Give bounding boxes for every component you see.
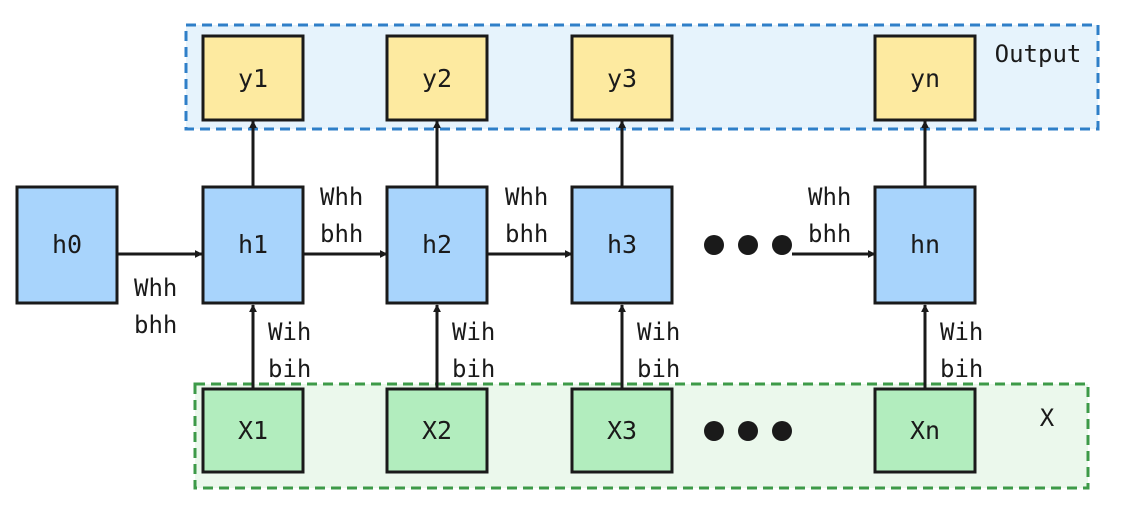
node-y2-label: y2: [422, 64, 452, 93]
node-h3-label: h3: [607, 230, 637, 259]
edge-label-bih-x2: bih: [452, 355, 495, 383]
edge-label-whh-hn: Whh: [808, 183, 851, 211]
edge-label-bih-xn: bih: [940, 355, 983, 383]
node-h3: h3: [570, 185, 674, 305]
edge-label-wih-x3: Wih: [637, 318, 680, 346]
node-yn: yn: [873, 34, 977, 122]
edge-label-bhh-h0: bhh: [134, 311, 177, 339]
node-y3: y3: [570, 34, 674, 122]
node-y1: y1: [201, 34, 305, 122]
edge-label-bih-x1: bih: [268, 355, 311, 383]
edge-label-bhh-hn: bhh: [808, 220, 851, 248]
node-h1: h1: [201, 185, 305, 305]
edge-label-wih-x2: Wih: [452, 318, 495, 346]
edge-label-whh-h0: Whh: [134, 274, 177, 302]
edge-label-whh-h2: Whh: [505, 183, 548, 211]
node-x2: X2: [385, 387, 489, 474]
edge-label-wih-x1: Wih: [268, 318, 311, 346]
node-hn: hn: [873, 185, 977, 305]
node-y3-label: y3: [607, 64, 637, 93]
edge-label-bih-x3: bih: [637, 355, 680, 383]
input-ellipsis: [704, 421, 792, 441]
hidden-ellipsis: [704, 235, 792, 255]
node-x2-label: X2: [422, 416, 452, 445]
input-group-label: X: [1040, 404, 1055, 432]
edge-label-whh-h1: Whh: [320, 183, 363, 211]
edge-label-bhh-h1: bhh: [320, 220, 363, 248]
node-xn-label: Xn: [910, 416, 940, 445]
node-h2-label: h2: [422, 230, 452, 259]
node-x3-label: X3: [607, 416, 637, 445]
output-group-label: Output: [995, 40, 1082, 68]
node-h1-label: h1: [238, 230, 268, 259]
node-hn-label: hn: [910, 230, 940, 259]
edge-label-wih-xn: Wih: [940, 318, 983, 346]
node-yn-label: yn: [910, 64, 940, 93]
node-xn: Xn: [873, 387, 977, 474]
node-h2: h2: [385, 185, 489, 305]
node-h0: h0: [15, 185, 119, 305]
node-x1-label: X1: [238, 416, 268, 445]
node-h0-label: h0: [52, 230, 82, 259]
edge-label-bhh-h2: bhh: [505, 220, 548, 248]
node-y1-label: y1: [238, 64, 268, 93]
node-x3: X3: [570, 387, 674, 474]
node-y2: y2: [385, 34, 489, 122]
node-x1: X1: [201, 387, 305, 474]
